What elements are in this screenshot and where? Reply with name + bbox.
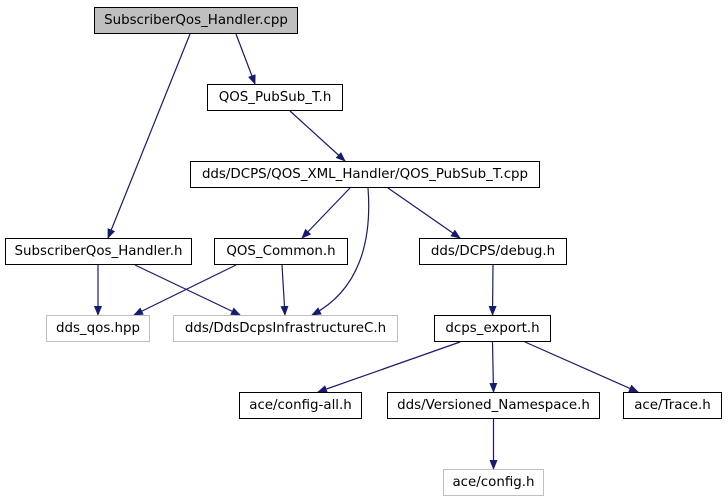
dependency-edge [107,33,191,239]
dependency-edge [387,187,461,239]
dependency-edge [488,264,497,316]
graph-node: ace/config.h [443,469,544,496]
graph-node: dds_qos.hpp [46,315,150,342]
dependency-edge [134,264,241,316]
graph-node[interactable]: SubscriberQos_Handler.cpp [94,7,298,34]
dependency-edge [133,264,237,316]
graph-node[interactable]: dds/DCPS/QOS_XML_Handler/QOS_PubSub_T.cp… [190,161,540,188]
dependency-edge [280,264,289,316]
graph-node[interactable]: dds/DCPS/debug.h [419,238,567,265]
graph-node: dds/DdsDcpsInfrastructureC.h [173,315,398,342]
dependency-edge [524,341,639,393]
graph-node[interactable]: dcps_export.h [434,315,551,342]
graph-node[interactable]: dds/Versioned_Namespace.h [387,392,600,419]
dependency-edge [289,110,346,162]
graph-node[interactable]: SubscriberQos_Handler.h [5,238,192,265]
dependency-edge [235,33,256,85]
graph-node[interactable]: ace/Trace.h [623,392,722,419]
dependency-edge [311,187,370,316]
graph-node[interactable]: QOS_Common.h [214,238,348,265]
dependency-edge [317,341,461,393]
graph-node[interactable]: QOS_PubSub_T.h [207,84,343,111]
dependency-edge [489,341,498,393]
dependency-edge [301,187,351,239]
graph-node[interactable]: ace/config-all.h [239,392,362,419]
